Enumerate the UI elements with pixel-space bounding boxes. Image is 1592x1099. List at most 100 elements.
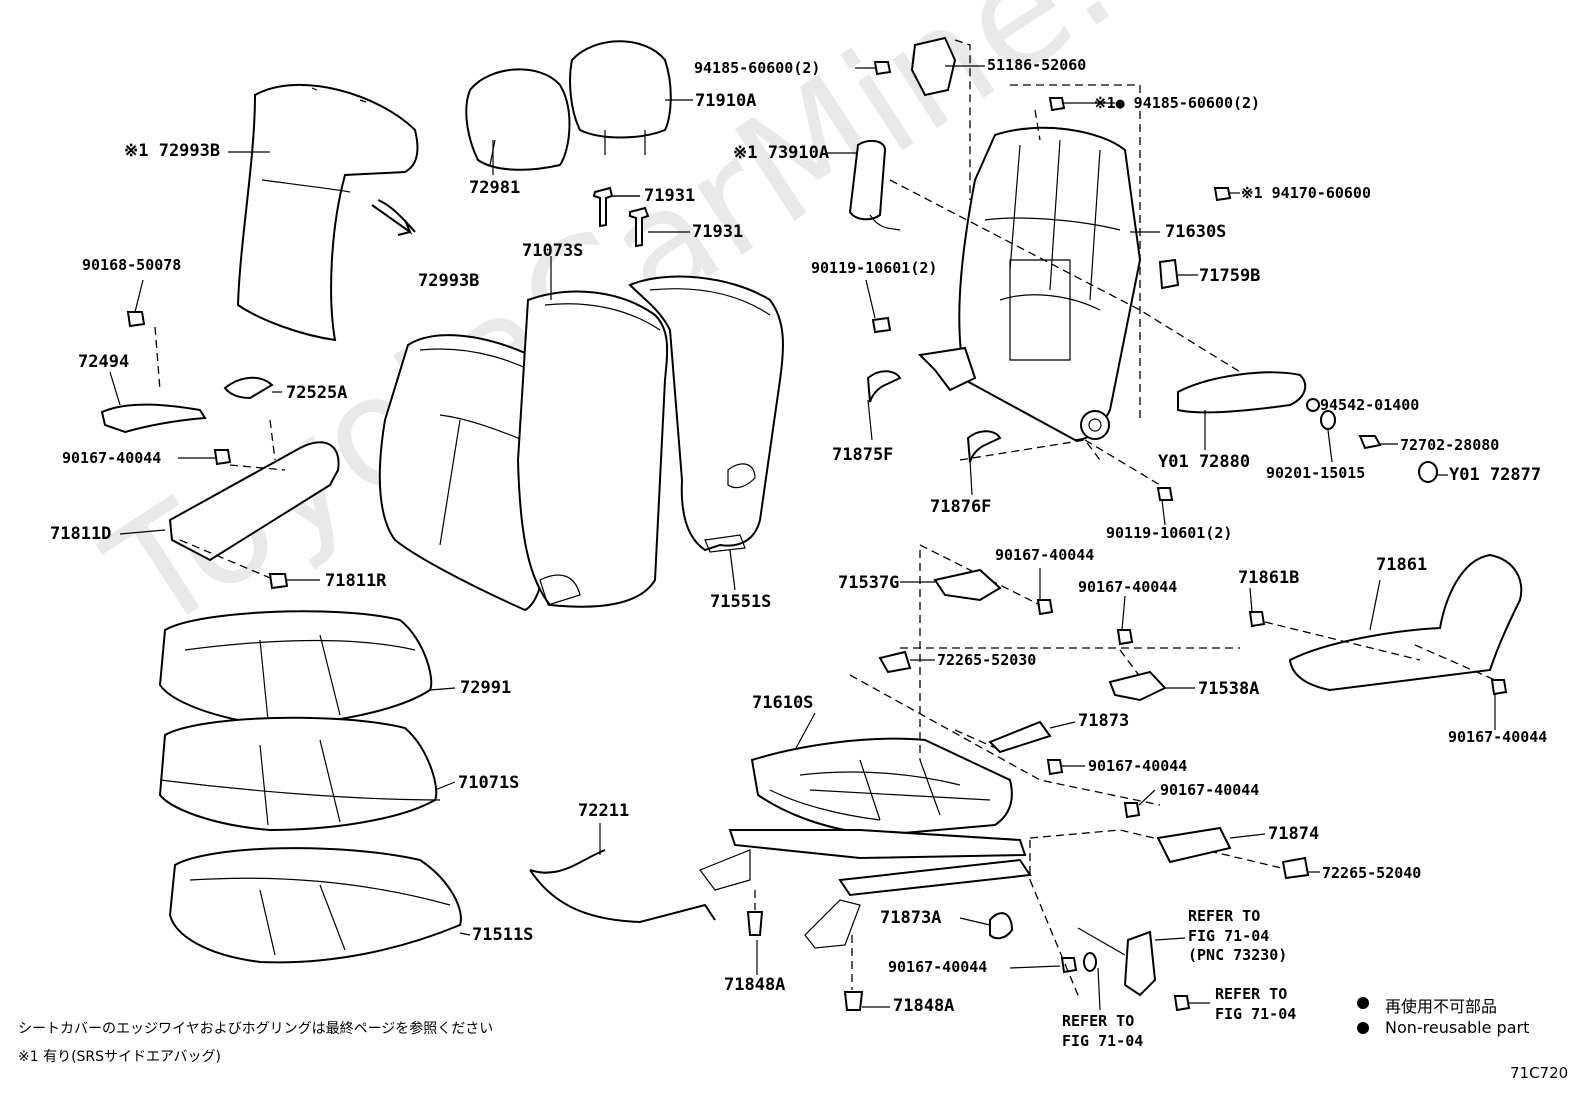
label-72525A: 72525A — [286, 383, 348, 403]
cushion-shield-icon — [1288, 553, 1523, 692]
label-71759B: 71759B — [1199, 266, 1261, 286]
cushion-frame-pad-icon — [168, 847, 462, 964]
label-71537G: 71537G — [838, 573, 900, 593]
label-90167-40044-a: 90167-40044 — [62, 449, 162, 467]
label-71071S: 71071S — [458, 773, 520, 793]
refer-line: REFER TO — [1062, 1012, 1135, 1030]
washer-2-icon — [1320, 410, 1336, 430]
label-72211: 72211 — [578, 801, 630, 821]
bracket-71538A-icon — [1108, 670, 1167, 702]
armrest-icon — [1177, 371, 1307, 414]
airbag-icon — [848, 139, 887, 221]
label-90167-40044-e: 90167-40044 — [1088, 757, 1188, 775]
refer-line: FIG 71-04 — [1215, 1004, 1297, 1023]
clip-icon — [1158, 258, 1180, 290]
label-90167-40044-d: 90167-40044 — [1448, 728, 1548, 746]
label-72494: 72494 — [78, 352, 130, 372]
label-72981: 72981 — [469, 178, 521, 198]
label-90119-10601-b: 90119-10601(2) — [1106, 524, 1233, 542]
bracket-71873A-icon — [989, 912, 1014, 940]
seat-rail-icon — [699, 829, 1032, 949]
knob-72525A-icon — [223, 376, 274, 400]
refer-line: FIG 71-04 — [1188, 926, 1270, 945]
label-72265-52040: 72265-52040 — [1322, 864, 1422, 882]
label-71931-b: 71931 — [692, 222, 744, 242]
headrest-icon — [465, 68, 571, 175]
label-72991: 72991 — [460, 678, 512, 698]
refer-line: (PNC 73230) — [1188, 946, 1288, 964]
bracket-71875F-icon — [866, 370, 902, 403]
label-90168-50078: 90168-50078 — [82, 256, 182, 274]
label-72993B-top: ※1 72993B — [124, 141, 221, 161]
label-71630S: 71630S — [1165, 222, 1227, 242]
cushion-cover-icon — [158, 610, 433, 727]
label-72993B: 72993B — [418, 271, 480, 291]
label-94185-60600-b: ※1● 94185-60600(2) — [1094, 94, 1261, 112]
bracket-72494-icon — [100, 403, 207, 434]
figure-code: 71C720 — [1510, 1064, 1569, 1082]
label-71551S: 71551S — [710, 592, 772, 612]
seatback-cover-part-icon — [236, 83, 419, 342]
label-71861B: 71861B — [1238, 568, 1300, 588]
leader-lines — [109, 65, 1496, 1011]
label-71538A: 71538A — [1198, 679, 1260, 699]
label-72877: Y01 72877 — [1449, 465, 1542, 485]
cap-icon — [1418, 461, 1438, 483]
label-72265-52030: 72265-52030 — [937, 651, 1037, 669]
label-71811D: 71811D — [50, 524, 112, 544]
label-90167-40044-f: 90167-40044 — [1160, 781, 1260, 799]
bolt-icon — [1358, 435, 1382, 450]
refer-fig-71-04-c: REFER TO FIG 71-04 — [1062, 1012, 1143, 1051]
label-71861: 71861 — [1376, 555, 1428, 575]
note-srs-airbag: ※1 有り(SRSサイドエアバッグ) — [18, 1049, 221, 1065]
refer-line: REFER TO — [1215, 985, 1288, 1003]
label-71931-a: 71931 — [644, 186, 696, 206]
label-90167-40044-b: 90167-40044 — [995, 546, 1095, 564]
label-72880: Y01 72880 — [1158, 452, 1251, 472]
refer-fig-71-04-pnc: REFER TO FIG 71-04 (PNC 73230) — [1188, 907, 1287, 966]
label-71873A: 71873A — [880, 908, 942, 928]
washer-3-icon — [1083, 952, 1097, 972]
clip-72265-52040-icon — [1281, 856, 1310, 880]
seatback-frame-icon — [917, 126, 1142, 442]
seatbelt-buckle-icon — [1123, 930, 1157, 997]
legend-non-reusable-ja: 再使用不可部品 — [1385, 997, 1498, 1016]
bolt-71848A-2-icon — [843, 991, 864, 1011]
bracket-71537G-icon — [933, 568, 1002, 602]
bolt-group-icon — [126, 61, 1508, 1012]
label-71848A-b: 71848A — [893, 996, 955, 1016]
legend-non-reusable-en: Non-reusable part — [1385, 1018, 1530, 1037]
bolt-71848A-icon — [746, 911, 764, 936]
label-72702-28080: 72702-28080 — [1400, 436, 1500, 454]
label-71910A: 71910A — [695, 91, 757, 111]
refer-line: FIG 71-04 — [1062, 1031, 1144, 1050]
label-73910A: ※1 73910A — [733, 143, 830, 163]
seat-frame-icon — [750, 737, 1013, 837]
label-71073S: 71073S — [522, 241, 584, 261]
refer-line: REFER TO — [1188, 907, 1261, 925]
label-71811R: 71811R — [325, 571, 387, 591]
label-94170-60600: ※1 94170-60600 — [1241, 184, 1371, 202]
label-90201-15015: 90201-15015 — [1266, 464, 1366, 482]
refer-fig-71-04-b: REFER TO FIG 71-04 — [1215, 985, 1296, 1024]
washer-icon — [1306, 398, 1320, 412]
label-71511S: 71511S — [472, 925, 534, 945]
label-71876F: 71876F — [930, 497, 992, 517]
label-71848A-a: 71848A — [724, 975, 786, 995]
label-90119-10601-a: 90119-10601(2) — [811, 259, 938, 277]
cushion-pad-icon — [158, 716, 441, 832]
clip-72265-52030-icon — [878, 650, 912, 674]
seatback-frame-pad-icon — [628, 275, 784, 553]
label-71875F: 71875F — [832, 445, 894, 465]
label-94542-01400: 94542-01400 — [1320, 396, 1420, 414]
label-90167-40044-c: 90167-40044 — [1078, 578, 1178, 596]
note-edge-wire: シートカバーのエッジワイヤおよびホグリングは最終ページを参照ください — [18, 1021, 494, 1037]
seatback-pad-2-icon — [516, 290, 669, 608]
bracket-71873-icon — [988, 720, 1052, 754]
label-90167-40044-g: 90167-40044 — [888, 958, 988, 976]
headrest-2-icon — [569, 40, 693, 155]
label-51186-52060: 51186-52060 — [987, 56, 1087, 74]
edge-wire-icon — [529, 849, 716, 924]
